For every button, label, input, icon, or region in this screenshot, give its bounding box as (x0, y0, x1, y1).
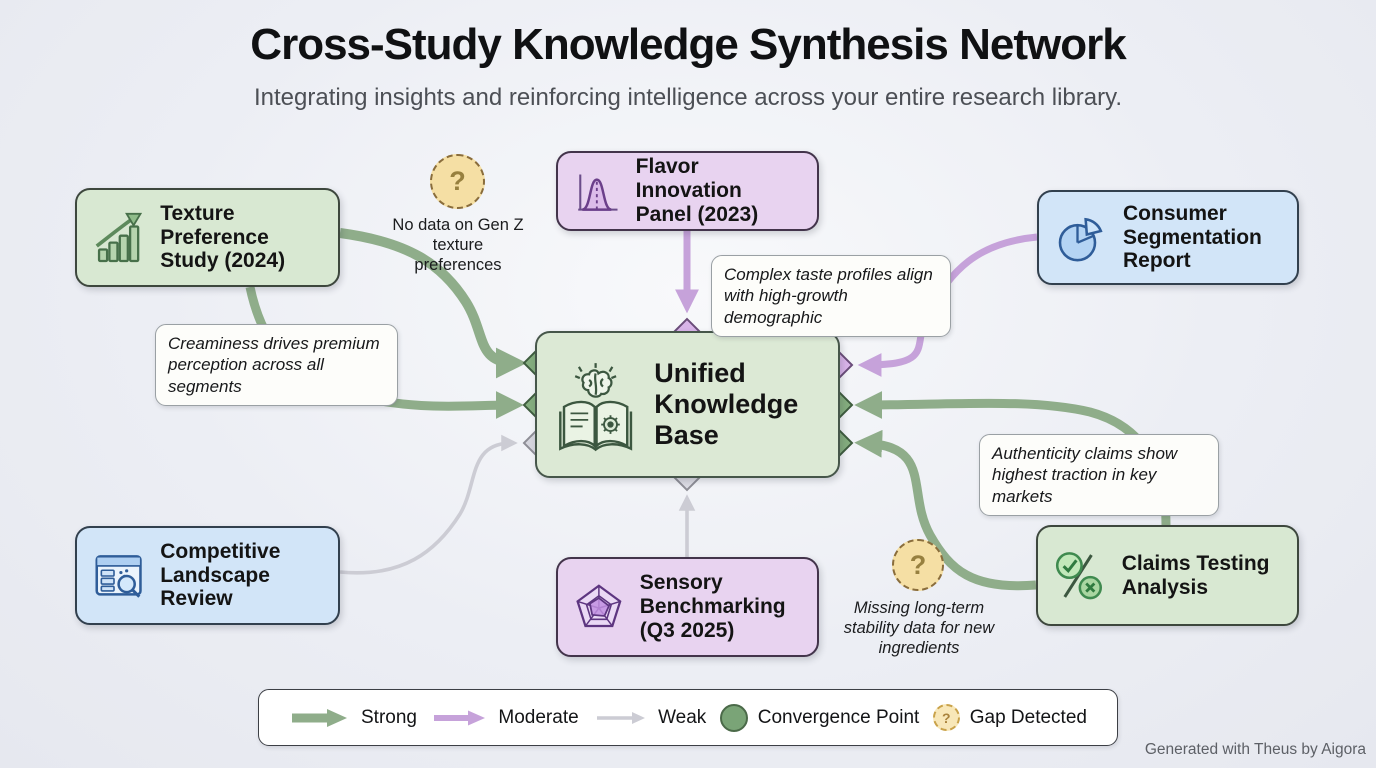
node-consumer-segmentation-report: Consumer Segmentation Report (1037, 190, 1299, 285)
node-label: Flavor Innovation Panel (2023) (635, 155, 759, 226)
brain-book-gear-icon (559, 362, 633, 451)
node-label: Competitive Landscape Review (160, 539, 281, 611)
node-claims-testing-analysis: Claims Testing Analysis (1036, 525, 1299, 626)
node-competitive-landscape-review: Competitive Landscape Review (75, 526, 340, 625)
node-label: Unified Knowledge Base (654, 358, 799, 450)
legend-item-moderate: Moderate (430, 706, 579, 729)
annotation-complex-taste: Complex taste profiles align with high-g… (711, 255, 951, 337)
node-sensory-benchmarking: Sensory Benchmarking (Q3 2025) (556, 557, 819, 657)
legend-label: Strong (361, 706, 417, 728)
check-x-icon (1055, 551, 1103, 599)
legend-item-weak: Weak (592, 707, 706, 729)
gap-icon-genz: ? (430, 154, 485, 209)
bar-chart-trend-icon (95, 212, 143, 262)
node-flavor-innovation-panel: Flavor Innovation Panel (2023) (556, 151, 819, 231)
annotation-authenticity: Authenticity claims show highest tractio… (979, 434, 1219, 516)
annotation-creaminess: Creaminess drives premium perception acr… (155, 324, 398, 406)
edge-strong-texture-to-ukb-1 (339, 228, 527, 379)
weak-arrow-icon (597, 711, 646, 724)
node-label: Texture Preference Study (2024) (160, 201, 286, 273)
legend-item-strong: Strong (289, 707, 417, 729)
browser-search-icon (95, 554, 142, 598)
legend-label: Gap Detected (969, 706, 1087, 728)
bell-curve-icon (578, 174, 618, 211)
gap-detected-icon: ? (932, 704, 960, 731)
gap-icon-stability: ? (892, 539, 944, 591)
page-subtitle: Integrating insights and reinforcing int… (254, 84, 1122, 111)
node-texture-preference-study: Texture Preference Study (2024) (75, 188, 340, 287)
question-mark: ? (941, 709, 951, 726)
question-mark: ? (909, 549, 927, 580)
legend-item-convergence: Convergence Point (719, 703, 920, 732)
page-title: Cross-Study Knowledge Synthesis Network (250, 20, 1126, 69)
legend-label: Moderate (498, 706, 579, 728)
edge-weak-competitive-to-ukb (339, 434, 518, 575)
attribution-text: Generated with Theus by Aigora (1144, 741, 1366, 758)
legend-label: Convergence Point (757, 706, 920, 728)
question-mark: ? (449, 166, 466, 196)
node-label: Sensory Benchmarking (Q3 2025) (639, 571, 786, 642)
convergence-point-icon (719, 703, 748, 732)
gap-text-stability: Missing long-term stability data for new… (843, 599, 995, 658)
strong-arrow-icon (292, 708, 347, 727)
legend-label: Weak (658, 706, 707, 728)
legend: Strong Moderate Weak Convergence Point ?… (258, 689, 1118, 746)
legend-item-gap: ? Gap Detected (932, 704, 1087, 731)
moderate-arrow-icon (434, 710, 486, 725)
pie-chart-icon (1058, 217, 1103, 261)
gap-text-genz: No data on Gen Z texture preferences (392, 216, 524, 275)
node-label: Consumer Segmentation Report (1123, 201, 1262, 273)
edge-strong-claims-to-ukb-2 (854, 429, 1037, 591)
radar-chart-icon (576, 584, 622, 628)
node-unified-knowledge-base: Unified Knowledge Base (535, 331, 840, 478)
node-label: Claims Testing Analysis (1121, 551, 1270, 599)
